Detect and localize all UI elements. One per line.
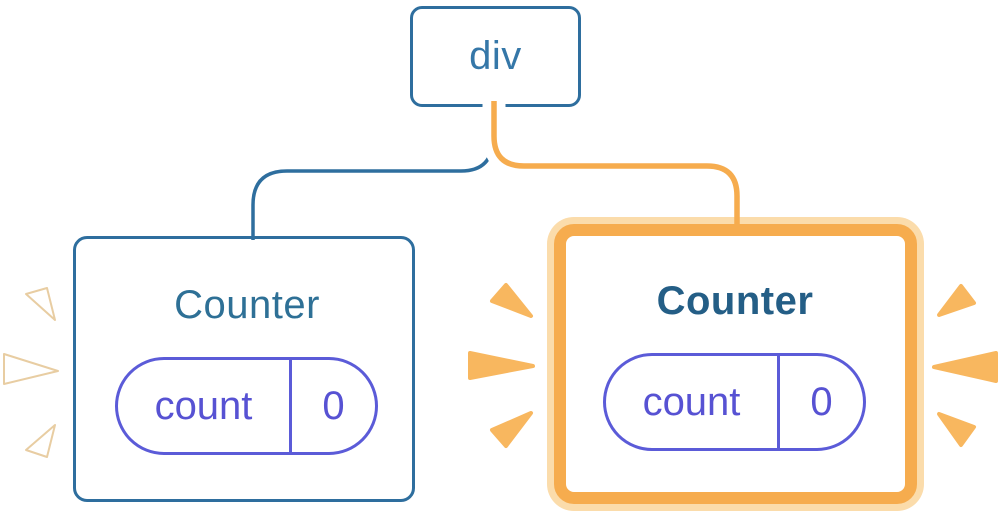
state-value-label: 0 [777, 356, 863, 448]
state-value-label: 0 [289, 360, 375, 452]
burst-orange-right-icon [932, 284, 998, 447]
burst-wedge-icon [490, 283, 533, 318]
tree-connector-blue [251, 102, 495, 240]
root-node-label: div [469, 34, 522, 78]
root-node-div: div [410, 6, 581, 107]
counter-title-left: Counter [174, 283, 320, 327]
burst-wedge-icon [3, 353, 59, 385]
burst-wedge-icon [25, 287, 56, 321]
burst-wedge-icon [468, 351, 535, 380]
burst-orange-left-icon [468, 283, 535, 448]
state-pill-right: count 0 [603, 353, 866, 451]
state-key-label: count [154, 383, 253, 428]
burst-wedge-icon [932, 351, 998, 383]
state-key-label: count [642, 379, 741, 424]
burst-wedge-icon [25, 424, 56, 458]
highlight-connector-orange [491, 101, 740, 236]
burst-white-icon [3, 287, 59, 458]
highlight-connector-casing [482, 101, 749, 217]
burst-wedge-icon [490, 411, 533, 448]
counter-title-right: Counter [656, 279, 814, 323]
state-pill-left: count 0 [115, 357, 378, 455]
burst-wedge-icon [937, 284, 976, 317]
burst-wedge-icon [937, 412, 976, 447]
counter-card-right-highlighted [554, 224, 917, 504]
